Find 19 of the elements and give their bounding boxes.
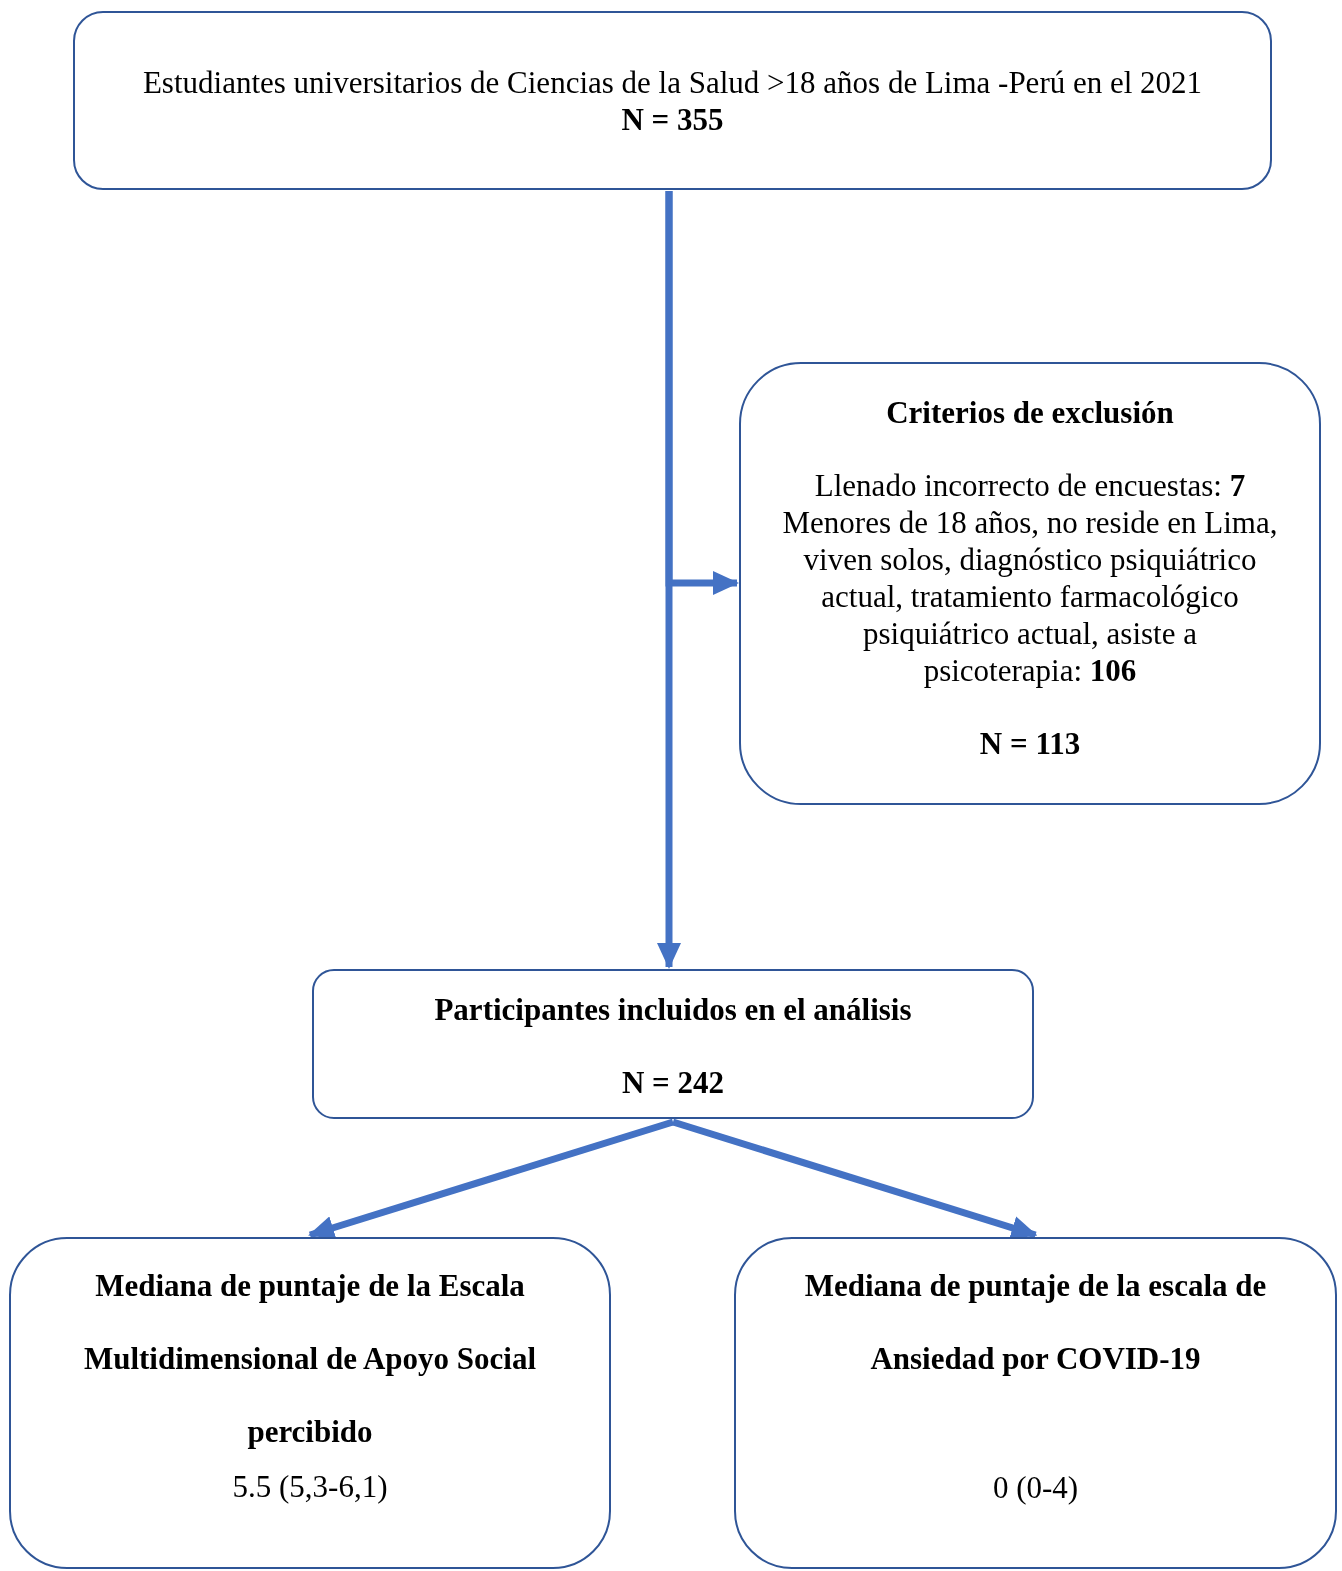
box-text: Estudiantes universitarios de Ciencias de la Salud >18 años de Lima -Perú en el 2021 <box>142 63 1203 101</box>
box-text: 5.5 (5,3-6,1) <box>232 1468 388 1505</box>
process-box <box>739 362 1321 805</box>
box-text: Mediana de puntaje de la Escala Multidimensional de Apoyo Social percibido <box>82 1267 538 1451</box>
box-text: Mediana de puntaje de la escala de Ansiedad por COVID-19 <box>803 1267 1268 1378</box>
process-box <box>312 969 1034 1119</box>
box-text: N = 113 <box>979 725 1081 762</box>
box-text: Criterios de exclusión <box>886 394 1174 431</box>
box-text: N = 242 <box>621 1064 725 1101</box>
process-box <box>734 1237 1337 1569</box>
box-text: Llenado incorrecto de encuestas: 7 Menores de 18 años, no reside en Lima, viven solos, diagnóstico psiquiátrico actual, tratamiento farmacológico psiquiátrico actual, asiste a psicoterapia: 106 <box>781 467 1279 689</box>
arrow <box>665 191 739 595</box>
arrow <box>308 1118 675 1240</box>
process-box <box>73 11 1272 190</box>
process-box <box>9 1237 611 1569</box>
box-text: Participantes incluidos en el análisis <box>434 991 912 1028</box>
box-text: N = 355 <box>621 100 724 138</box>
box-text: 0 (0-4) <box>992 1469 1079 1506</box>
arrow <box>671 1118 1038 1240</box>
